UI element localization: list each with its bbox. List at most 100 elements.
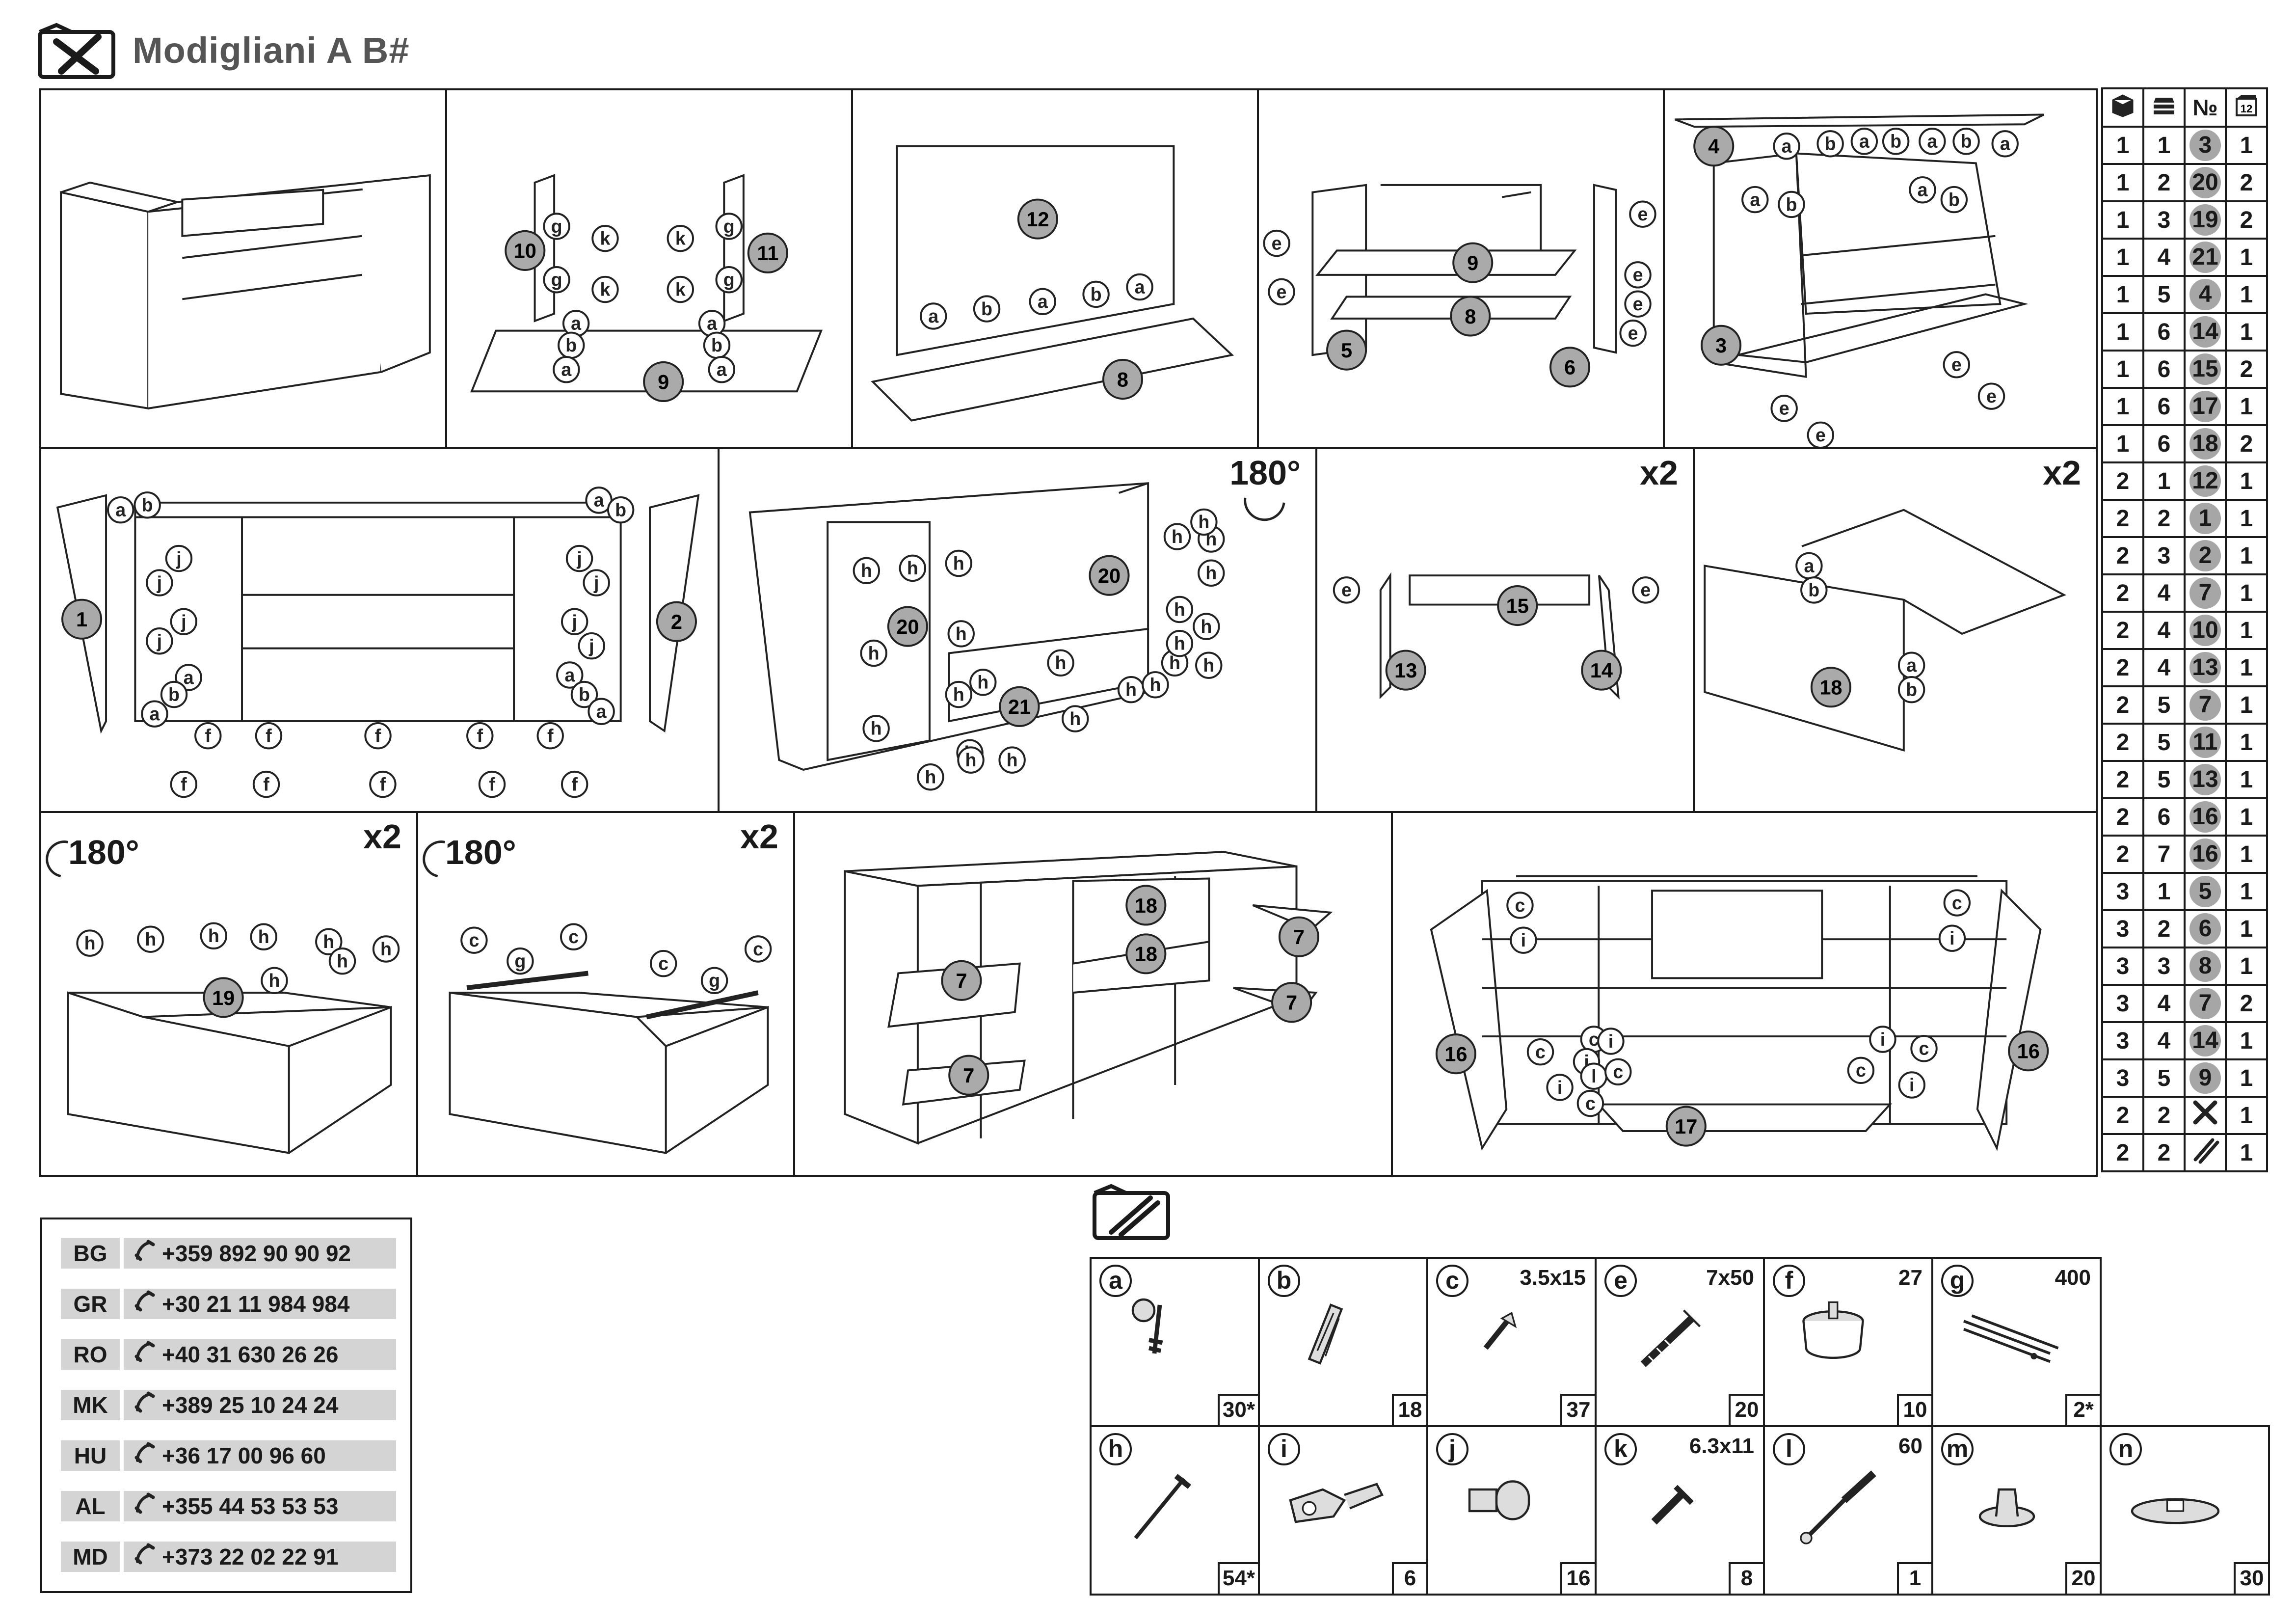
svg-text:i: i: [1557, 1077, 1562, 1098]
phone-number[interactable]: +36 17 00 96 60: [124, 1440, 396, 1471]
svg-text:f: f: [477, 726, 483, 746]
svg-text:h: h: [145, 929, 156, 949]
group-cell: 6: [2142, 387, 2186, 426]
box-icon: [2101, 87, 2144, 128]
hardware-quantity: 30: [2234, 1562, 2268, 1594]
svg-text:b: b: [1786, 194, 1797, 215]
svg-text:h: h: [1069, 708, 1081, 729]
group-cell: 3: [2142, 947, 2186, 986]
hardware-letter: h: [1099, 1433, 1132, 1465]
svg-text:h: h: [1174, 599, 1185, 620]
package-cell: 2: [2101, 723, 2144, 762]
hardware-size: 27: [1898, 1266, 1922, 1290]
svg-text:e: e: [1986, 386, 1997, 406]
part-number-cell: 18: [2184, 424, 2227, 463]
screw-icon: [1483, 1312, 1517, 1350]
quantity-cell: 1: [2225, 872, 2268, 911]
svg-text:c: c: [1919, 1038, 1929, 1059]
number-header: №: [2184, 87, 2227, 128]
svg-text:h: h: [1169, 652, 1180, 673]
cam-lock-icon: [1131, 1298, 1163, 1354]
svg-text:b: b: [711, 335, 722, 355]
svg-text:b: b: [1808, 580, 1819, 600]
hardware-quantity: 10: [1897, 1394, 1931, 1425]
phone-icon: [133, 1339, 162, 1370]
package-cell: 1: [2101, 238, 2144, 277]
svg-text:13: 13: [1394, 659, 1417, 682]
phone-number[interactable]: +373 22 02 22 91: [124, 1542, 396, 1572]
svg-text:e: e: [1633, 265, 1643, 285]
part-number-cell: 16: [2184, 835, 2227, 874]
page-title: Modigliani A B#: [133, 30, 410, 71]
glide-icon: [1978, 1488, 2035, 1527]
dowel-icon: [1308, 1303, 1343, 1365]
step-2-panel: 10 11 9 g g k k k k g g a b a a b a: [445, 88, 853, 449]
country-code: MD: [61, 1542, 120, 1572]
step-10-multiplier-label: x2: [363, 817, 401, 856]
svg-text:a: a: [1038, 291, 1048, 312]
step-6-panel: 1 2 a b j j j j a b a a b j j j j a b a …: [39, 447, 720, 813]
hardware-size: 6.3x11: [1689, 1434, 1754, 1458]
phone-number[interactable]: +30 21 11 984 984: [124, 1289, 396, 1319]
svg-text:b: b: [981, 298, 992, 319]
phone-number[interactable]: +40 31 630 26 26: [124, 1339, 396, 1370]
part-number-cell: 17: [2184, 387, 2227, 426]
drawer-slide-icon: [1963, 1314, 2059, 1363]
svg-text:b: b: [615, 500, 626, 520]
group-cell: 5: [2142, 275, 2186, 314]
hardware-quantity: 2*: [2065, 1394, 2100, 1425]
part-number-cell: 16: [2184, 797, 2227, 837]
svg-text:i: i: [1909, 1075, 1914, 1095]
phone-number[interactable]: +355 44 53 53 53: [124, 1491, 396, 1521]
svg-text:j: j: [571, 611, 577, 632]
hardware-quantity: 16: [1560, 1562, 1595, 1594]
group-cell: 5: [2142, 685, 2186, 725]
quantity-cell: 1: [2225, 499, 2268, 538]
svg-text:g: g: [723, 216, 735, 237]
package-cell: 2: [2101, 1096, 2144, 1135]
package-cell: 1: [2101, 126, 2144, 165]
svg-text:9: 9: [1467, 251, 1478, 274]
svg-text:1: 1: [76, 608, 87, 631]
hardware-letter: i: [1268, 1433, 1300, 1465]
part-number-cell: 13: [2184, 760, 2227, 799]
svg-text:g: g: [709, 970, 720, 991]
svg-text:e: e: [1640, 580, 1651, 600]
package-cell: 3: [2101, 1021, 2144, 1060]
step-9-multiplier-label: x2: [2043, 454, 2081, 492]
quantity-cell: 2: [2225, 163, 2268, 202]
group-cell: 1: [2142, 461, 2186, 501]
quantity-cell: 2: [2225, 350, 2268, 389]
group-cell: 6: [2142, 797, 2186, 837]
phone-number[interactable]: +389 25 10 24 24: [124, 1390, 396, 1420]
hardware-letter: m: [1941, 1433, 1974, 1465]
svg-text:4: 4: [1708, 135, 1719, 158]
hardware-quantity: 8: [1729, 1562, 1763, 1594]
quantity-cell: 2: [2225, 984, 2268, 1023]
quantity-cell: 1: [2225, 238, 2268, 277]
svg-text:a: a: [1859, 131, 1870, 152]
package-cell: 3: [2101, 909, 2144, 948]
nail-icon: [1134, 1474, 1191, 1540]
hardware-letter: c: [1436, 1265, 1468, 1297]
phone-number[interactable]: +359 892 90 90 92: [124, 1238, 396, 1269]
svg-text:18: 18: [1135, 943, 1157, 966]
svg-text:h: h: [1172, 526, 1183, 547]
hardware-quantity: 1: [1897, 1562, 1931, 1594]
country-code: MK: [61, 1390, 120, 1420]
svg-text:e: e: [1951, 354, 1962, 375]
part-number-cell: 5: [2184, 872, 2227, 911]
step-10-rotate-label: 180°: [68, 833, 139, 871]
